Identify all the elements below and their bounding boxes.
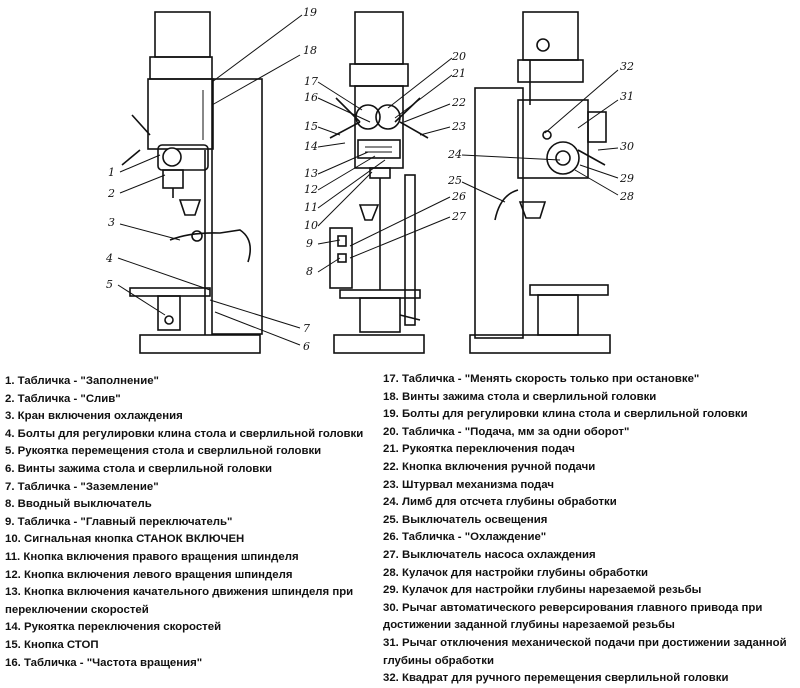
- left-view: 19 18 1 2 3 4 5 7 6: [105, 6, 317, 354]
- legend-item: 9. Табличка - "Главный переключатель": [5, 515, 233, 528]
- callout-label: 30: [620, 140, 634, 153]
- legend-item: 1. Табличка - "Заполнение": [5, 375, 159, 387]
- callout-label: 14: [304, 140, 318, 153]
- legend-item: 22. Кнопка включения ручной подачи: [383, 460, 596, 473]
- callout-label: 22: [451, 96, 466, 109]
- callout-label: 31: [620, 90, 634, 103]
- callout-label: 26: [451, 190, 466, 203]
- callout-label: 16: [304, 91, 318, 104]
- callout-label: 8: [306, 265, 313, 278]
- callout-label: 9: [306, 237, 313, 250]
- legend-item: 19. Болты для регулировки клина стола и …: [383, 408, 748, 421]
- legend-item: 21. Рукоятка переключения подач: [383, 443, 575, 456]
- legend-item: 5. Рукоятка перемещения стола и сверлиль…: [5, 445, 322, 458]
- legend-item: 7. Табличка - "Заземление": [5, 480, 159, 493]
- legend-right: 17. Табличка - "Менять скорость только п…: [383, 371, 795, 688]
- legend-left: 1. Табличка - "Заполнение" 2. Табличка -…: [5, 373, 377, 672]
- legend-item: 13. Кнопка включения качательного движен…: [5, 586, 354, 616]
- legend-item: 25. Выключатель освещения: [383, 513, 548, 526]
- legend-item: 6. Винты зажима стола и сверлильной голо…: [5, 462, 272, 475]
- legend-item: 16. Табличка - "Частота вращения": [5, 656, 203, 669]
- legend-item: 3. Кран включения охлаждения: [5, 410, 183, 423]
- drilling-machine-drawing: 19 18 1 2 3 4 5 7 6: [105, 6, 634, 354]
- callout-label: 4: [105, 252, 113, 265]
- callout-label: 19: [303, 6, 317, 19]
- legend-item: 8. Вводный выключатель: [5, 498, 152, 511]
- callout-label: 17: [304, 75, 318, 88]
- legend-item: 29. Кулачок для настройки глубины нареза…: [383, 584, 702, 597]
- callout-label: 6: [303, 340, 310, 353]
- legend-item: 20. Табличка - "Подача, мм за одни оборо…: [383, 425, 630, 438]
- legend-item: 14. Рукоятка переключения скоростей: [5, 621, 222, 634]
- callout-label: 23: [451, 120, 466, 133]
- callout-label: 3: [108, 216, 115, 229]
- callout-label: 18: [303, 44, 317, 57]
- legend-item: 24. Лимб для отсчета глубины обработки: [383, 496, 617, 509]
- callout-label: 20: [451, 50, 466, 63]
- legend-item: 18. Винты зажима стола и сверлильной гол…: [383, 390, 657, 403]
- legend-item: 31. Рычаг отключения механической подачи…: [383, 636, 787, 667]
- callout-label: 28: [619, 190, 634, 203]
- callout-label: 5: [106, 278, 113, 291]
- legend-item: 27. Выключатель насоса охлаждения: [383, 548, 596, 561]
- right-view: 32 31 30 24 29 28 25: [447, 11, 634, 354]
- callout-label: 29: [619, 172, 634, 185]
- callout-label: 25: [447, 174, 462, 187]
- legend-item: 23. Штурвал механизма подач: [383, 478, 554, 491]
- legend-item: 28. Кулачок для настройки глубины обрабо…: [383, 566, 649, 579]
- callout-label: 13: [304, 167, 318, 180]
- callout-label: 10: [304, 219, 318, 232]
- callout-label: 1: [108, 166, 115, 179]
- callout-label: 32: [620, 60, 634, 73]
- legend-item: 26. Табличка - "Охлаждение": [383, 531, 547, 544]
- legend-item: 30. Рычаг автоматического реверсирования…: [383, 601, 763, 632]
- middle-view: 20 21 17 16 22 15 23 14 13 12 11 10 9 8 …: [304, 11, 466, 354]
- callout-label: 2: [107, 187, 115, 200]
- callout-label: 27: [451, 210, 466, 223]
- callout-label: 24: [447, 148, 462, 161]
- legend-item: 4. Болты для регулировки клина стола и с…: [5, 427, 364, 440]
- legend-item: 17. Табличка - "Менять скорость только п…: [383, 373, 700, 385]
- legend-item: 15. Кнопка СТОП: [5, 638, 99, 651]
- legend-item: 11. Кнопка включения правого вращения шп…: [5, 550, 299, 563]
- callout-label: 7: [303, 322, 310, 335]
- legend-item: 12. Кнопка включения левого вращения шпи…: [5, 568, 293, 581]
- legend-item: 10. Сигнальная кнопка СТАНОК ВКЛЮЧЕН: [5, 533, 245, 546]
- callout-label: 21: [451, 67, 466, 80]
- legend-item: 32. Квадрат для ручного перемещения свер…: [383, 672, 729, 685]
- legend-item: 2. Табличка - "Слив": [5, 392, 121, 405]
- callout-label: 15: [304, 120, 318, 133]
- callout-label: 11: [304, 201, 318, 214]
- callout-label: 12: [304, 183, 318, 196]
